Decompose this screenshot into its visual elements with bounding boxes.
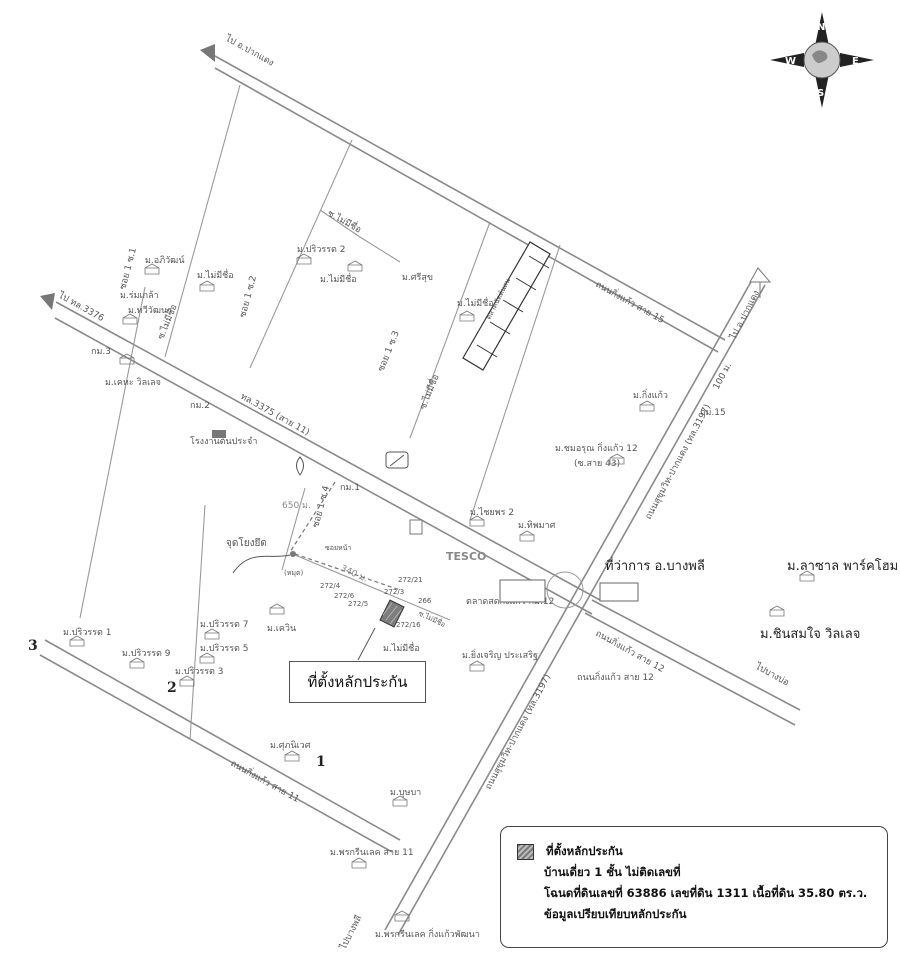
place-label: กม.2 [190, 401, 210, 411]
place-label: ม.ชินสมใจ วิลเลจ [760, 626, 860, 642]
place-label: 272/6 [334, 592, 355, 600]
place-label: ม.ปริวรรต 7 [200, 619, 249, 630]
place-label: ม.เคหะ วิลเลจ [105, 377, 161, 388]
place-label: ซ.ไม่มีชื่อ [417, 609, 447, 629]
place-label: 266 [418, 597, 432, 605]
place-label: 272/16 [396, 621, 421, 629]
place-label: ม.ไม่มีชื่อ [320, 272, 357, 285]
place-label: ม.ปริวรรต 1 [63, 627, 112, 638]
compass-rose: N E S W [770, 12, 874, 108]
legend-swatch [517, 843, 534, 860]
place-label: 272/3 [384, 588, 404, 596]
label-main-road-top: ถนนสุขุมวิท-ปากแดง (ทล.3197) [643, 402, 713, 521]
place-label: 272/4 [320, 582, 341, 590]
legend-line-3: ข้อมูลเปรียบเทียบหลักประกัน [544, 907, 687, 921]
place-label: โรงงานต้นประจำ [190, 436, 257, 447]
compass-west: W [785, 56, 796, 67]
legend-box: ที่ตั้งหลักประกัน บ้านเดี่ยว 1 ชั้น ไม่ต… [500, 826, 888, 948]
place-label: ม.ไชยพร 2 [470, 507, 514, 518]
compass-south: S [817, 88, 824, 99]
place-label: ม.ลาซาล พาร์คโฮม [787, 558, 898, 574]
place-label: ม.ยิ่งเจริญ ประเสริฐ [462, 648, 538, 661]
place-label: ม.ชมอรุณ กิ่งแก้ว 12 [555, 441, 638, 454]
place-label: 272/5 [348, 600, 368, 608]
place-label: ม.พรกรีนเลค สาย 11 [330, 847, 414, 858]
site-callout: ที่ตั้งหลักประกัน [289, 661, 426, 703]
place-label: (ซ.สาย 43) [574, 459, 620, 469]
site-parcel-icon [379, 599, 405, 628]
place-label: ม.อภิวัฒน์ [145, 254, 185, 266]
temple-icon [296, 456, 304, 476]
label-to-paknam-top: ไป อ.ปากแดง [223, 33, 276, 69]
district-office-icon [599, 582, 639, 602]
place-label: ม.ปริวรรต 5 [200, 643, 249, 654]
place-label: ม.เควิน [267, 623, 296, 634]
house-icons [69, 253, 815, 922]
place-label: กม.3 [91, 347, 111, 357]
place-labels: ม.อภิวัฒน์ ม.ปริวรรต 2 ม.ไม่มีชื่อ ม.ร่ม… [28, 244, 898, 940]
place-label: ม.ไม่มีชื่อ [457, 296, 494, 309]
place-label: ม.ไม่มีชื่อ [197, 268, 234, 281]
place-label: ม.ปริวรรต 3 [175, 666, 224, 677]
place-label: ที่ว่าการ อ.บางพลี [605, 557, 705, 574]
tesco-label: TESCO [446, 550, 486, 563]
place-label: ม.ศุภนิเวศ [270, 740, 311, 751]
factory-icon [212, 430, 226, 438]
landmark-icons [212, 430, 639, 661]
label-soi-maini-2: ซ.ไม่มีชื่อ [326, 206, 365, 235]
roundabout-icon [546, 571, 584, 609]
legend-title: ที่ตั้งหลักประกัน [546, 844, 623, 858]
place-label: ม.กิ่งแก้ว [633, 388, 668, 401]
label-soi-maini-3: ซ.ไม่มีชื่อ [416, 372, 442, 411]
place-label: ซอยหน้า [325, 544, 351, 552]
place-label: ม.ทิพมาศ [518, 520, 556, 531]
place-label: ม.ศรีสุข [402, 272, 433, 283]
label-dist-100: 100 ม. [712, 361, 734, 391]
place-label: (หมุด) [284, 569, 304, 577]
label-soi-3: ซอย 1 ซ.3 [377, 330, 402, 374]
checkpoint-marker [290, 551, 296, 557]
road-network [39, 44, 801, 936]
place-label: ม.ร่มเกล้า [120, 290, 159, 301]
row-building [462, 241, 551, 371]
market-icon [499, 579, 546, 603]
seven-eleven-icon [409, 519, 423, 535]
label-soi-2: ซอย 1 ซ.2 [238, 275, 259, 319]
place-label: ม.ไม่มีชื่อ [383, 641, 420, 654]
label-soi-1: ซอย 1 ซ.1 [118, 247, 139, 291]
place-label: ม.ปริวรรต 9 [122, 648, 171, 659]
legend-line-2: โฉนดที่ดินเลขที่ 63886 เลขที่ดิน 1311 เน… [544, 886, 868, 900]
label-to-bangbo: ไปบางบ่อ [753, 661, 791, 689]
place-label: ม.บุษบา [390, 788, 421, 798]
place-label: 272/21 [398, 576, 423, 584]
label-dist-650: 650 ม. [282, 501, 311, 511]
label-rd-3375: ทล.3375 (สาย 11) [239, 392, 311, 438]
place-label: ม.ปริวรรต 2 [297, 244, 346, 255]
place-label: ม.พรกรีนเลค กิ่งแก้วพัฒนา [375, 927, 480, 940]
area-number: 2 [167, 680, 177, 696]
place-label: กม.15 [700, 408, 726, 418]
area-number: 3 [28, 638, 38, 654]
checkpoint-label: จุดโยงยึด [226, 536, 267, 549]
legend-line-1: บ้านเดี่ยว 1 ชั้น ไม่ติดเลขที่ [544, 865, 681, 879]
compass-east: E [852, 56, 859, 67]
place-label: ม.ทวีวัฒนา [128, 305, 172, 316]
label-to-bangphli: ไปบางพลี [337, 914, 364, 953]
place-label: ถนนกิ่งแก้ว สาย 12 [577, 670, 654, 683]
label-dist-340: 340 ม. [339, 564, 369, 585]
compass-north: N [817, 22, 825, 33]
area-number: 1 [316, 754, 326, 770]
place-label: กม.1 [340, 483, 360, 493]
label-main-road-bottom: ถนนสุขุมวิท-ปากแดง (ทล.3197) [483, 672, 553, 791]
